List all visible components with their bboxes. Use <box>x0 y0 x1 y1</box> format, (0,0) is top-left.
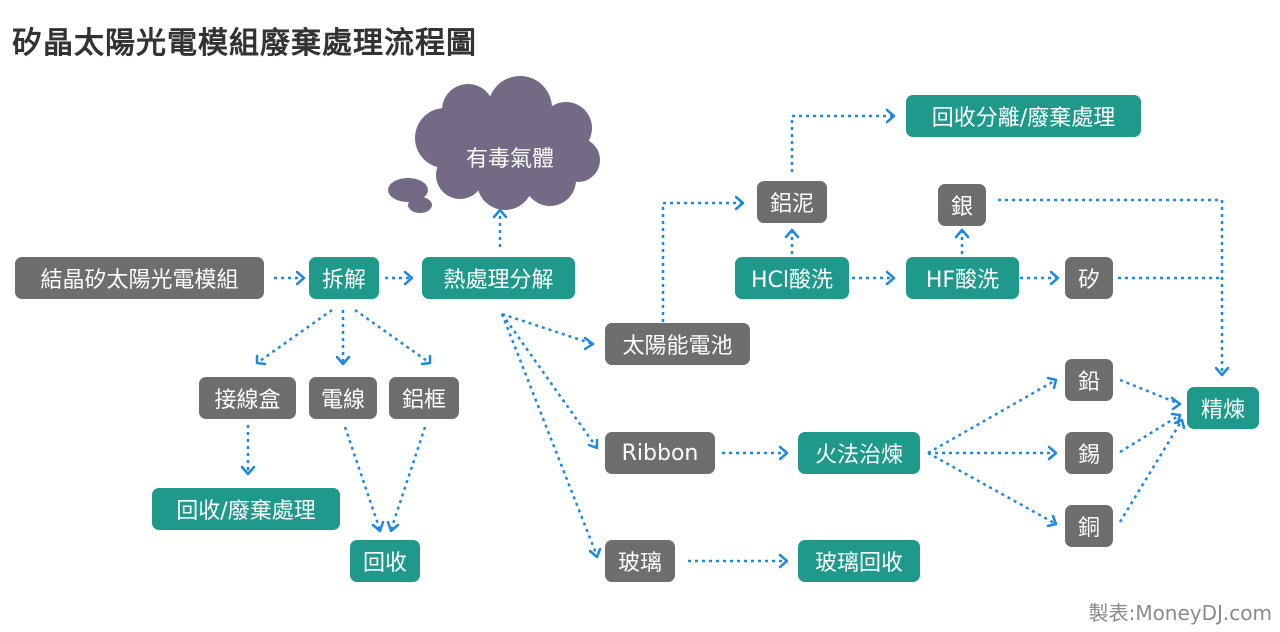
node-glass: 玻璃 <box>605 540 675 582</box>
node-silicon: 矽 <box>1065 257 1113 299</box>
node-ribbon: Ribbon <box>605 432 715 474</box>
node-glass-recycle: 玻璃回收 <box>798 540 920 582</box>
node-refining: 精煉 <box>1187 387 1259 429</box>
source-credit: 製表:MoneyDJ.com <box>1088 601 1272 625</box>
node-cable: 電線 <box>309 377 377 419</box>
node-recover-separate: 回收分離/廢棄處理 <box>906 95 1141 137</box>
node-aluminum-sludge: 鋁泥 <box>757 181 827 223</box>
node-thermal-decomposition: 熱處理分解 <box>422 257 575 299</box>
node-recycle: 回收 <box>350 540 420 582</box>
node-pyrometallurgy: 火法治煉 <box>798 432 920 474</box>
node-silver: 銀 <box>938 184 986 226</box>
node-junction-box: 接線盒 <box>199 377 296 419</box>
node-recycle-disposal: 回收/廢棄處理 <box>152 488 340 530</box>
node-tin: 錫 <box>1065 432 1113 474</box>
node-solar-cell: 太陽能電池 <box>605 323 750 365</box>
node-hcl-wash: HCl酸洗 <box>735 257 849 299</box>
diagram-title: 矽晶太陽光電模組廢棄處理流程圖 <box>12 26 477 61</box>
cloud-label: 有毒氣體 <box>465 147 554 172</box>
node-copper: 銅 <box>1065 505 1113 547</box>
node-lead: 鉛 <box>1065 359 1113 401</box>
node-hf-wash: HF酸洗 <box>906 257 1019 299</box>
node-aluminum-frame: 鋁框 <box>389 377 459 419</box>
node-pv-module: 結晶矽太陽光電模組 <box>15 257 264 299</box>
node-disassembly: 拆解 <box>309 257 379 299</box>
